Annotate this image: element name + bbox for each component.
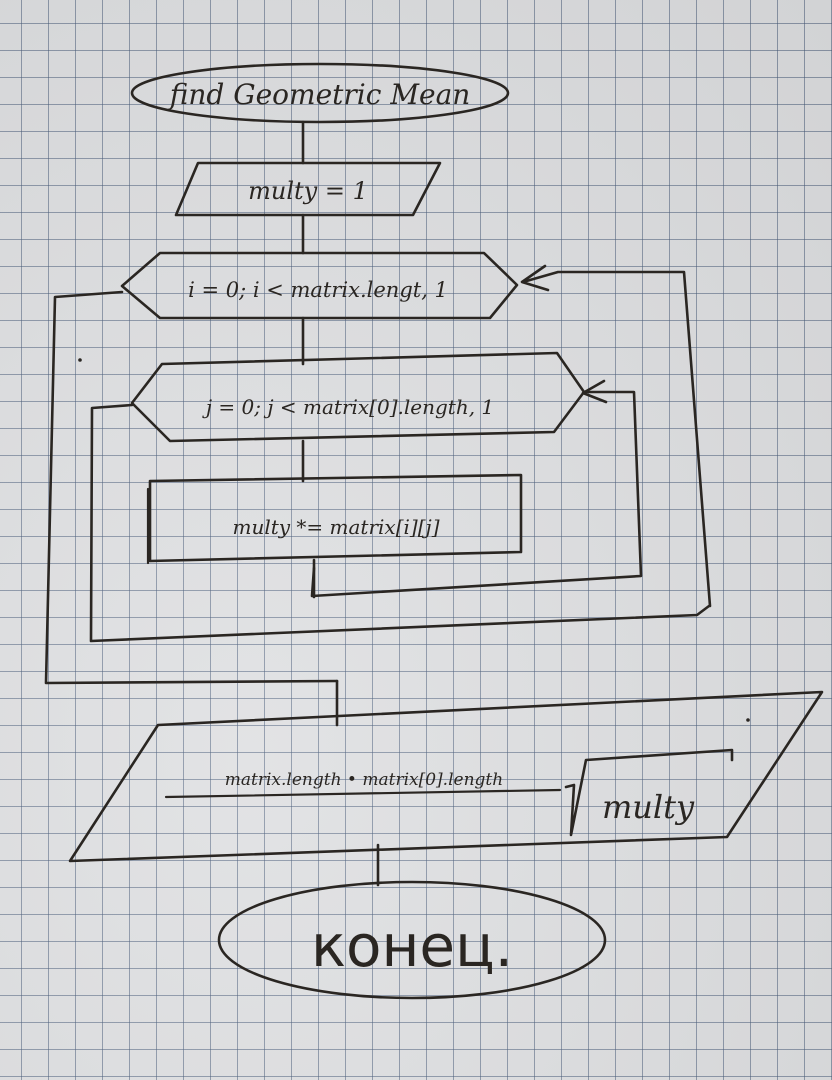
root-index-underline <box>164 788 562 799</box>
outer-loop-label: i = 0; i < matrix.lengt, 1 <box>188 278 448 302</box>
inner-loop-block <box>130 351 586 443</box>
output-block <box>68 690 824 863</box>
inner-loop-label: j = 0; j < matrix[0].length, 1 <box>202 395 494 419</box>
init-label: multy = 1 <box>248 177 368 205</box>
radical-sign-icon <box>564 748 734 837</box>
start-label: find Geometric Mean <box>168 78 471 111</box>
start-terminator <box>130 62 510 124</box>
end-label: конец. <box>311 912 513 980</box>
inner-loop-exit-line <box>89 403 711 643</box>
outer-loop-exit-line <box>44 290 339 685</box>
inner-loop-return-arrow-icon <box>581 379 608 404</box>
output-radicand: multy <box>602 788 695 826</box>
body-process-block <box>148 473 523 563</box>
init-block <box>174 161 442 217</box>
output-root-index: matrix.length • matrix[0].length <box>225 770 503 790</box>
outer-loop-return-arrow-icon <box>520 264 550 292</box>
outer-loop-block <box>120 251 519 320</box>
end-terminator <box>217 880 607 1000</box>
body-label: multy *= matrix[i][j] <box>232 515 439 539</box>
inner-loop-return-line <box>310 390 643 598</box>
pencil-dot <box>746 718 750 722</box>
pencil-dot <box>78 358 82 362</box>
outer-loop-return-line <box>521 270 712 608</box>
